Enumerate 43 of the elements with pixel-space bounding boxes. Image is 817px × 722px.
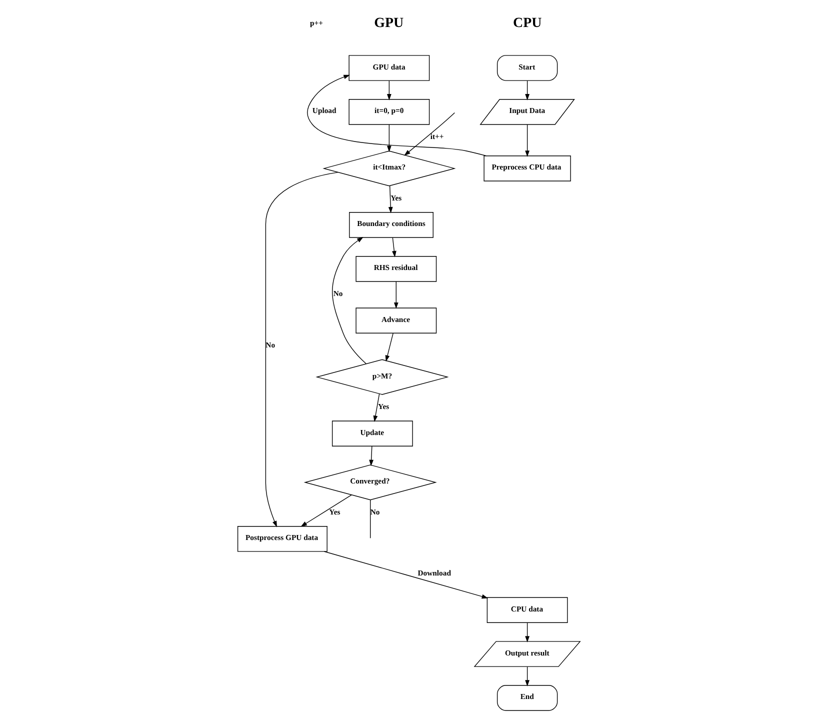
arrow [386,124,391,152]
arrow [392,237,396,258]
node-box: Advance [355,308,436,334]
label: p++ [309,18,322,28]
node-diamond: Converged? [303,464,436,500]
arrow [300,494,352,527]
node-box: CPU data [486,597,568,623]
arrow [323,551,488,599]
node-box: GPU data [348,55,430,81]
arrow [264,172,338,528]
edge-label: No [265,340,275,350]
arrow [393,281,398,309]
node-box: Start [496,55,558,81]
arrow [524,80,530,100]
arrow [524,124,530,157]
arrow [372,394,380,422]
arrow [368,446,373,466]
label: CPU [512,16,542,31]
edge-label: Download [417,568,450,578]
node-box: Postprocess GPU data [236,526,327,552]
node-box: End [496,685,558,711]
node-box: it=0, p=0 [348,99,430,125]
arrow [404,112,455,156]
edge-label: Yes [378,402,389,411]
arrow [524,622,530,642]
arrow [306,74,486,156]
edge-label: No [332,288,342,298]
node-diamond: p>M? [315,359,448,395]
label: GPU [374,16,404,31]
arrow [388,186,392,214]
arrow [524,666,530,686]
edge-label: it++ [430,132,444,142]
node-box: Update [331,420,412,446]
edge-label: Upload [312,106,336,116]
node-box: Boundary conditions [348,212,433,238]
arrow [386,80,391,100]
edge-label: No [370,507,380,516]
arrow [332,237,366,364]
edge-label: Yes [390,193,402,202]
arrow [384,332,393,362]
node-box: Preprocess CPU data [483,156,570,182]
node-box: RHS residual [355,256,436,282]
edge-label: Yes [328,507,340,516]
